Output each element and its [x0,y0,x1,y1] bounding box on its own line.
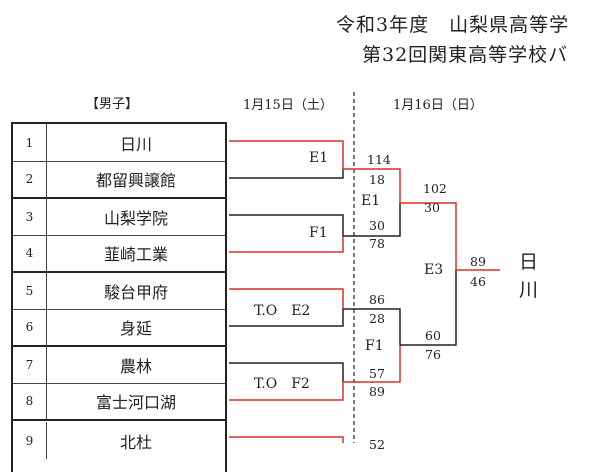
score: 89 [369,384,385,399]
bracket-line-win [229,236,344,253]
bracket-line [229,309,344,327]
team-row: 6 身延 [13,309,225,347]
score: 76 [425,347,441,362]
match-court-label: E3 [424,262,444,278]
score: 60 [425,328,441,343]
team-row: 7 農林 [13,346,225,384]
team-name: 富士河口湖 [95,393,176,412]
score: 28 [369,311,385,326]
score: 18 [369,172,385,187]
team-name: 都留興譲館 [95,171,176,190]
score: 30 [424,200,440,215]
seed-number: 9 [13,422,47,459]
match-court-label: E1 [309,150,329,166]
winner-name-char: 日 [519,251,539,273]
bracket-line-win [343,168,401,203]
score: 52 [369,437,385,452]
team-name: 身延 [119,319,152,338]
match-court-label: E1 [361,193,381,209]
bracket-line [343,203,401,237]
match-court-label: F1 [309,225,328,241]
team-row: 5 駿台甲府 [13,272,225,310]
team-row: 2 都留興譲館 [13,161,225,199]
date-day2: 1月16日（日） [393,98,483,113]
seed-number: 8 [13,383,47,419]
score: 89 [470,254,486,269]
bracket-line [229,169,344,179]
seed-number: 5 [13,272,47,309]
team-row: 4 韮崎工業 [13,235,225,273]
team-name: 韮崎工業 [103,245,168,264]
team-table: 1 日川 2 都留興譲館 3 山梨学院 4 韮崎工業 5 駿台甲府 6 身延 7… [11,122,227,472]
score: 102 [423,181,447,196]
bracket-line-win [229,382,344,401]
match-court-label: F1 [365,338,384,354]
match-court-label: T.O F2 [254,376,310,392]
score: 30 [369,218,385,233]
score: 46 [470,274,486,289]
team-name: 駿台甲府 [103,282,168,302]
score: 114 [367,152,391,167]
bracket-line [343,308,401,345]
team-row: 3 山梨学院 [13,198,225,236]
section-label: 【男子】 [86,97,139,112]
tournament-title-line1: 令和3年度 山梨県高等学 [336,14,570,36]
bracket-line [229,362,344,382]
seed-number: 7 [13,346,47,383]
score: 78 [369,236,385,251]
bracket-line-win [229,140,344,169]
bracket-line-win [229,436,344,443]
match-court-label: T.O E2 [254,303,311,319]
team-row: 1 日川 [13,124,225,162]
seed-number: 2 [13,161,47,197]
score: 57 [369,366,385,381]
tournament-title-line2: 第32回関東高等学校バ [362,44,569,66]
bracket-line [400,270,457,346]
date-day1: 1月15日（土） [243,98,333,113]
score: 86 [369,292,385,307]
team-name: 農林 [119,356,152,376]
bracket-line-win [229,288,344,309]
team-name: 日川 [119,134,152,154]
bracket-line-win [400,202,457,270]
seed-number: 4 [13,235,47,271]
team-name: 山梨学院 [103,208,168,228]
team-row: 8 富士河口湖 [13,383,225,421]
seed-number: 6 [13,309,47,345]
bracket-line [229,214,344,236]
bracket-line-win [343,345,401,383]
winner-name-char: 川 [519,279,539,301]
bracket-lines [229,92,500,443]
seed-number: 1 [13,124,47,161]
seed-number: 3 [13,198,47,235]
